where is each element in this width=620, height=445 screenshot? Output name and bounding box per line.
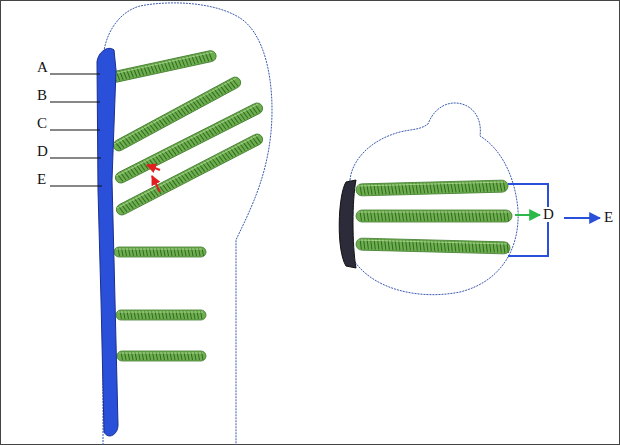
red-arrow [147,165,160,170]
part-letter: B [36,88,48,103]
part-letter: A [36,60,49,75]
screw [356,180,508,196]
part-letter: E [36,172,47,187]
plate-section [339,180,356,268]
leader-lines [50,74,102,186]
screw [356,238,510,254]
green-arrow [515,214,540,216]
bone-outline [103,3,272,445]
screw [116,310,206,320]
part-letter: C [36,116,48,131]
part-letter: D [36,144,49,159]
screw [109,50,217,84]
red-arrow [152,176,160,192]
locking-plate [97,48,118,436]
part-letter: E [603,210,614,225]
screw [114,132,264,217]
bone-section-outline [347,103,518,295]
screw [356,210,512,222]
blue-arrow [564,217,600,219]
part-letter: D [542,207,555,222]
screw [114,247,206,257]
screw [117,351,206,361]
screw [111,75,242,153]
